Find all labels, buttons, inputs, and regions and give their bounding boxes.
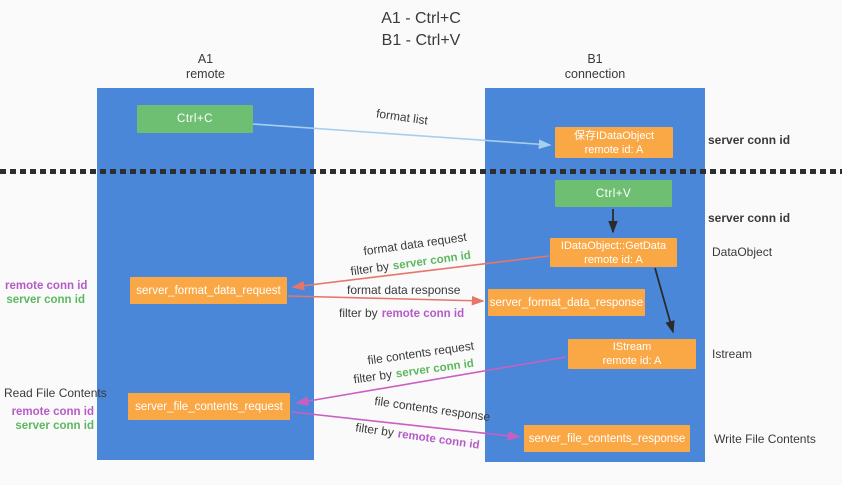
node-file-response-label: server_file_contents_response (528, 432, 686, 445)
title-line-1: A1 - Ctrl+C (381, 10, 461, 27)
label-file-contents-response: file contents response (373, 393, 492, 425)
node-getdata-line2: remote id: A (584, 253, 643, 266)
left-label-group-format: remote conn id server conn id (5, 279, 88, 307)
node-file-request-label: server_file_contents_request (135, 400, 283, 413)
left-server-conn-id-file: server conn id (15, 420, 94, 432)
right-label-istream: Istream (712, 347, 753, 361)
dotted-separator-line (0, 169, 842, 174)
filter-by-text: filter by (352, 367, 393, 387)
node-server-file-contents-response: server_file_contents_response (524, 425, 690, 452)
node-ctrl-v-label: Ctrl+V (595, 187, 632, 200)
label-format-list: format list (375, 106, 429, 128)
left-label-group-file: Read File Contents remote conn id server… (4, 386, 107, 433)
left-server-conn-id-format: server conn id (6, 294, 85, 306)
column-a1-role: remote (186, 67, 225, 81)
node-format-response-label: server_format_data_response (489, 296, 644, 309)
node-idataobject-getdata: IDataObject::GetData remote id: A (550, 238, 677, 267)
remote-conn-id-text: remote conn id (396, 428, 481, 452)
node-save-idataobject-line1: 保存IDataObject (573, 129, 655, 142)
column-a1-id: A1 (197, 52, 214, 66)
right-label-server-conn-id-mid: server conn id (708, 211, 791, 225)
left-remote-conn-id-format: remote conn id (5, 280, 88, 292)
node-server-format-data-response: server_format_data_response (488, 289, 645, 316)
node-server-file-contents-request: server_file_contents_request (128, 393, 290, 420)
node-save-idataobject-line2: remote id: A (584, 143, 644, 156)
node-ctrl-c-label: Ctrl+C (177, 113, 213, 125)
column-header-a1: A1 remote (97, 52, 314, 82)
server-conn-id-text: server conn id (392, 249, 472, 273)
filter-by-text: filter by (349, 259, 390, 279)
remote-conn-id-text: remote conn id (381, 308, 465, 320)
filter-by-text: filter by (339, 306, 378, 320)
right-label-dataobject: DataObject (712, 245, 773, 259)
right-label-server-conn-id-top: server conn id (708, 133, 791, 147)
column-b1-role: connection (564, 67, 626, 81)
node-format-request-label: server_format_data_request (136, 284, 281, 297)
right-label-write-file-contents: Write File Contents (714, 432, 816, 446)
column-b1-id: B1 (587, 52, 603, 66)
label-format-data-response: format data response (347, 283, 461, 297)
node-getdata-line1: IDataObject::GetData (560, 239, 667, 252)
node-ctrl-c: Ctrl+C (137, 105, 253, 133)
node-save-idataobject: 保存IDataObject remote id: A (555, 127, 673, 158)
node-istream-line2: remote id: A (602, 355, 662, 367)
node-istream: IStream remote id: A (568, 339, 696, 369)
filter-by-text: filter by (354, 420, 395, 440)
node-ctrl-v: Ctrl+V (555, 180, 672, 207)
title-line-2: B1 - Ctrl+V (381, 32, 461, 49)
node-istream-line1: IStream (612, 341, 652, 353)
node-server-format-data-request: server_format_data_request (130, 277, 287, 304)
column-header-b1: B1 connection (485, 52, 705, 82)
diagram-title: A1 - Ctrl+C B1 - Ctrl+V (0, 8, 842, 52)
left-read-file-contents: Read File Contents (4, 386, 107, 400)
left-remote-conn-id-file: remote conn id (11, 406, 94, 418)
